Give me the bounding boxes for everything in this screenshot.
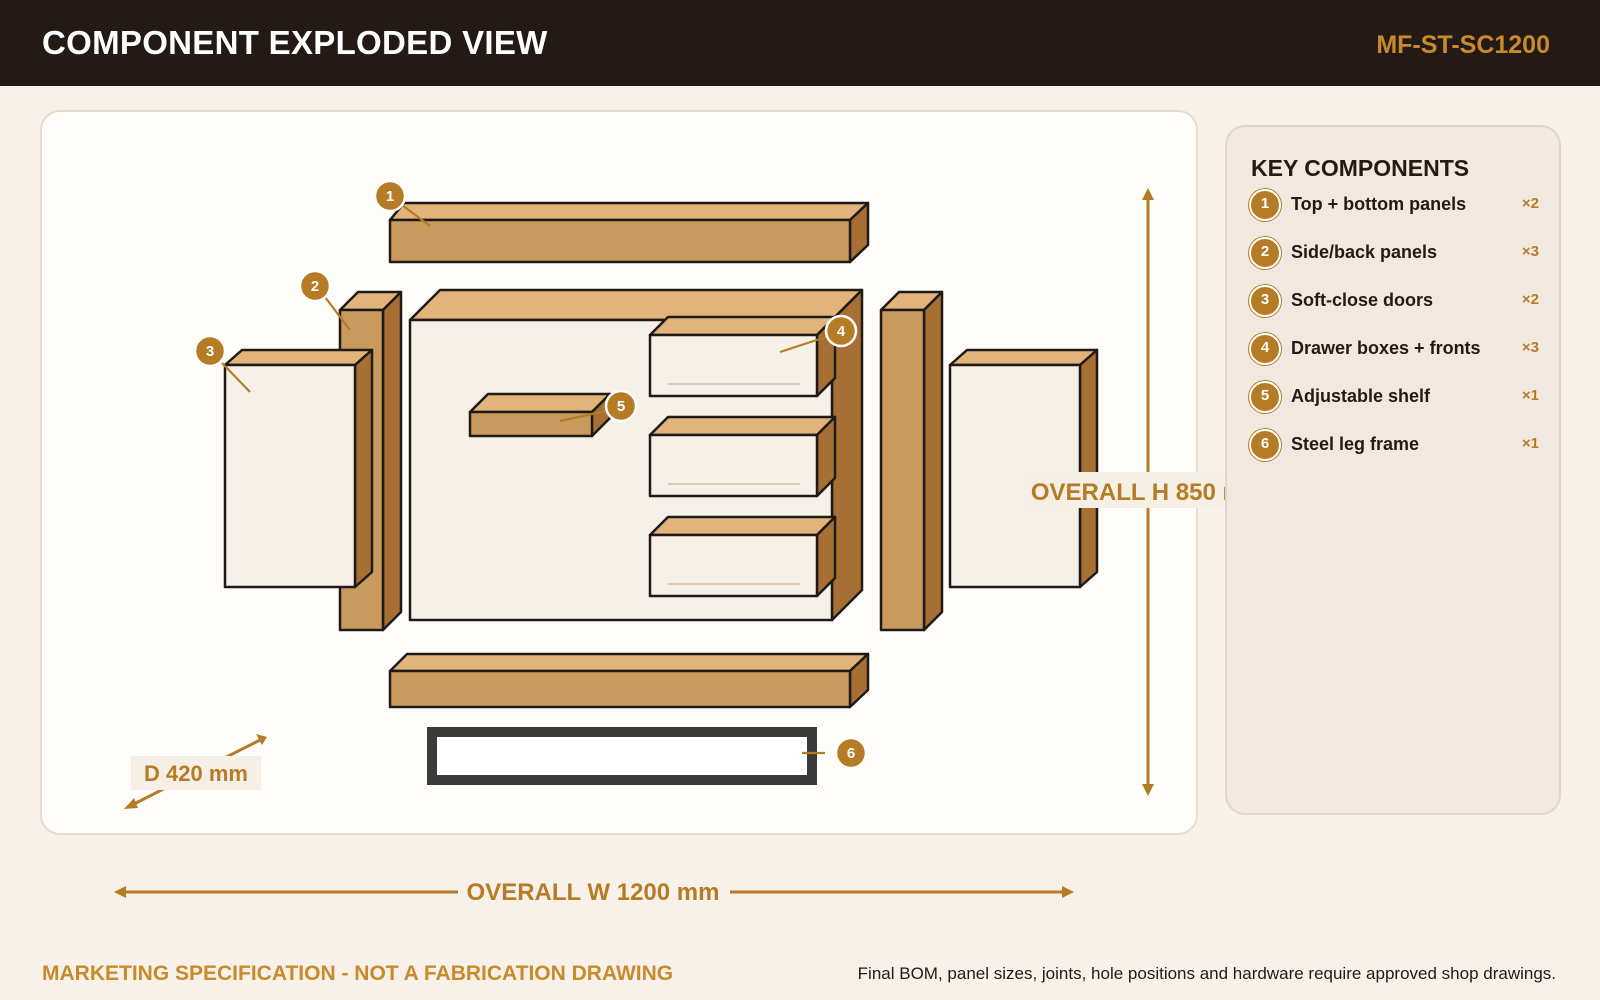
steel-leg-frame (427, 727, 817, 785)
svg-text:4: 4 (837, 323, 846, 340)
legend-item-adjustable-shelf: 5 Adjustable shelf ×1 (1249, 381, 1539, 417)
legend-item-steel-leg-frame: 6 Steel leg frame ×1 (1249, 429, 1539, 465)
legend-qty: ×1 (1521, 387, 1539, 404)
drawer-bottom (648, 515, 837, 598)
model-code: MF-ST-SC1200 (1376, 31, 1550, 59)
callout-1: 1 (373, 179, 407, 213)
svg-text:6: 6 (847, 745, 855, 762)
legend-qty: ×3 (1521, 243, 1539, 260)
legend-item-soft-close-doors: 3 Soft-close doors ×2 (1249, 285, 1539, 321)
bottom-panel (388, 652, 870, 709)
legend-badge: 4 (1249, 333, 1281, 365)
legend-item-top-bottom-panels: 1 Top + bottom panels ×2 (1249, 189, 1539, 225)
legend-panel: KEY COMPONENTS 1 Top + bottom panels ×2 … (1225, 125, 1561, 815)
depth-label: D 420 mm (144, 761, 248, 786)
legend-label: Soft-close doors (1291, 290, 1434, 310)
callout-6: 6 (834, 736, 868, 770)
legend-badge: 5 (1249, 381, 1281, 413)
drawer-middle (648, 415, 837, 498)
left-door (223, 348, 374, 589)
callout-2: 2 (298, 269, 332, 303)
legend-item-drawer-boxes: 4 Drawer boxes + fronts ×3 (1249, 333, 1539, 369)
page-title: COMPONENT EXPLODED VIEW (42, 24, 548, 61)
callout-4: 4 (824, 314, 858, 348)
header-bar: COMPONENT EXPLODED VIEW MF-ST-SC1200 (0, 0, 1600, 86)
right-side-panel (879, 290, 944, 632)
legend-title: KEY COMPONENTS (1251, 155, 1470, 181)
legend-item-side-back-panels: 2 Side/back panels ×3 (1249, 237, 1539, 273)
legend-qty: ×2 (1521, 195, 1539, 212)
svg-text:5: 5 (617, 398, 625, 415)
legend-badge: 3 (1249, 285, 1281, 317)
callout-3: 3 (193, 334, 227, 368)
legend-badge: 6 (1249, 429, 1281, 461)
svg-text:3: 3 (206, 343, 214, 360)
legend-label: Adjustable shelf (1291, 386, 1431, 406)
callout-5: 5 (604, 389, 638, 423)
legend-qty: ×3 (1521, 339, 1539, 356)
width-label: OVERALL W 1200 mm (467, 879, 720, 906)
footer-disclaimer: MARKETING SPECIFICATION - NOT A FABRICAT… (42, 962, 674, 985)
adjustable-shelf (468, 392, 612, 438)
svg-text:2: 2 (311, 278, 319, 295)
legend-badge: 1 (1249, 189, 1281, 221)
right-door (948, 348, 1099, 589)
legend-label: Top + bottom panels (1291, 194, 1467, 214)
drawer-top (648, 315, 837, 398)
svg-text:1: 1 (386, 188, 394, 205)
depth-dimension: D 420 mm (124, 734, 267, 809)
top-panel (388, 201, 870, 264)
footer-note: Final BOM, panel sizes, joints, hole pos… (857, 964, 1556, 983)
legend-qty: ×1 (1521, 435, 1539, 452)
legend-qty: ×2 (1521, 291, 1539, 308)
legend-label: Side/back panels (1291, 242, 1438, 262)
width-dimension: OVERALL W 1200 mm (114, 879, 1074, 906)
legend-label: Steel leg frame (1291, 434, 1420, 454)
legend-label: Drawer boxes + fronts (1291, 338, 1481, 358)
legend-badge: 2 (1249, 237, 1281, 269)
